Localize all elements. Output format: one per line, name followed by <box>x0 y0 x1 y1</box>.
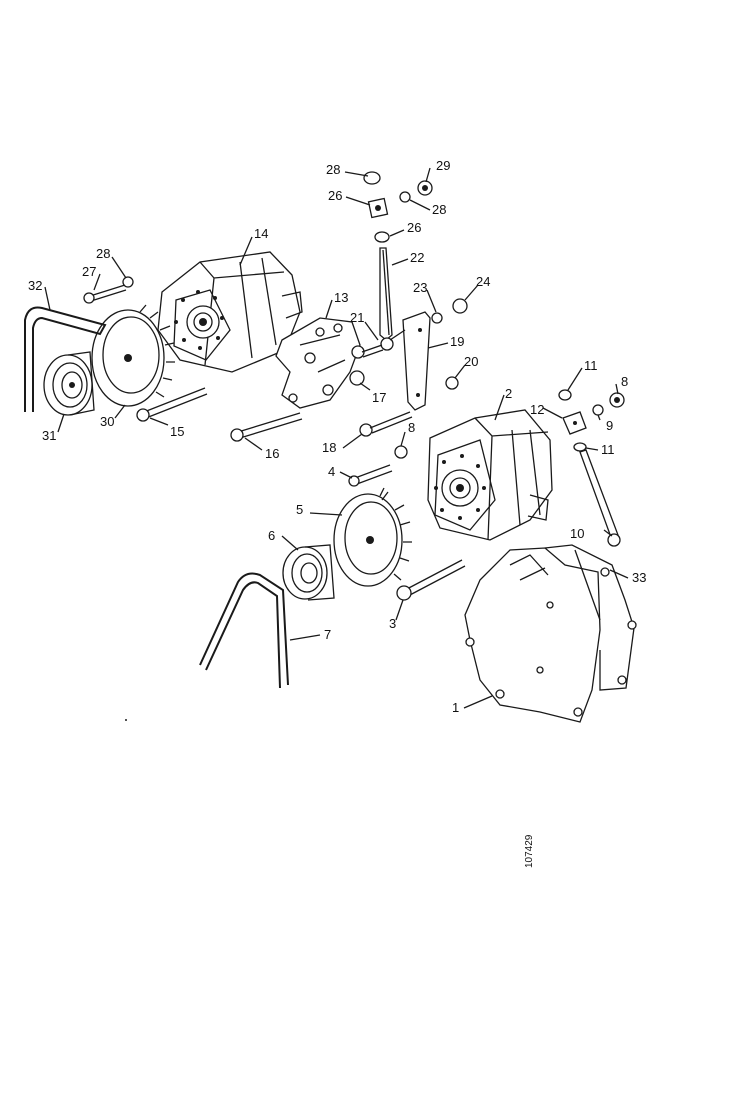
upper-alternator <box>157 251 303 373</box>
bolt-27 <box>89 284 127 302</box>
callout-8-mid: 8 <box>408 420 415 435</box>
callout-7: 7 <box>324 627 331 642</box>
callout-1: 1 <box>452 700 459 715</box>
callout-19: 19 <box>450 334 464 349</box>
lower-bracket-33 <box>544 544 637 691</box>
callout-2: 2 <box>505 386 512 401</box>
callout-15: 15 <box>170 424 184 439</box>
upper-bracket <box>275 317 361 409</box>
callout-16: 16 <box>265 446 279 461</box>
lower-bracket-1 <box>464 547 601 723</box>
callout-4: 4 <box>328 464 335 479</box>
callout-27: 27 <box>82 264 96 279</box>
drawing-number: 107429 <box>524 834 535 868</box>
lower-adjusting-arm <box>558 389 625 547</box>
callout-5: 5 <box>296 502 303 517</box>
leader-lines <box>44 167 629 709</box>
lower-pulley-fan <box>333 487 412 587</box>
callout-8-right: 8 <box>621 374 628 389</box>
callout-28-right: 28 <box>432 202 446 217</box>
bolt-15 <box>143 387 208 419</box>
bolt-4 <box>354 464 393 485</box>
link-plate-19 <box>349 298 468 459</box>
callout-20: 20 <box>464 354 478 369</box>
callout-21: 21 <box>350 310 364 325</box>
lower-alternator <box>427 409 553 541</box>
callout-10: 10 <box>570 526 584 541</box>
callout-32: 32 <box>28 278 42 293</box>
lower-v-belt <box>199 572 289 689</box>
callout-11-top: 11 <box>584 358 598 373</box>
callout-33: 33 <box>632 570 646 585</box>
callout-17: 17 <box>372 390 386 405</box>
upper-pulley-fan <box>91 304 175 407</box>
upper-double-pulley <box>43 351 95 416</box>
callout-13: 13 <box>334 290 348 305</box>
callout-23: 23 <box>413 280 427 295</box>
upper-v-belt <box>24 306 107 412</box>
callout-28-top: 28 <box>326 162 340 177</box>
callout-11-lower: 11 <box>601 442 615 457</box>
callout-9: 9 <box>606 418 613 433</box>
callout-18: 18 <box>322 440 336 455</box>
callout-29: 29 <box>436 158 450 173</box>
callout-30: 30 <box>100 414 114 429</box>
lower-double-pulley <box>282 544 335 601</box>
callout-labels: 28 29 26 28 26 14 22 28 27 32 13 23 24 2… <box>28 158 646 715</box>
callout-31: 31 <box>42 428 56 443</box>
bolt-3 <box>404 559 466 597</box>
callout-24: 24 <box>476 274 490 289</box>
bolt-16 <box>237 412 303 439</box>
callout-12: 12 <box>530 402 544 417</box>
callout-22: 22 <box>410 250 424 265</box>
callout-26-mid: 26 <box>407 220 421 235</box>
callout-28-left: 28 <box>96 246 110 261</box>
upper-adjusting-arm <box>363 171 433 351</box>
callout-26-top: 26 <box>328 188 342 203</box>
callout-14: 14 <box>254 226 268 241</box>
callout-6: 6 <box>268 528 275 543</box>
callout-3: 3 <box>389 616 396 631</box>
